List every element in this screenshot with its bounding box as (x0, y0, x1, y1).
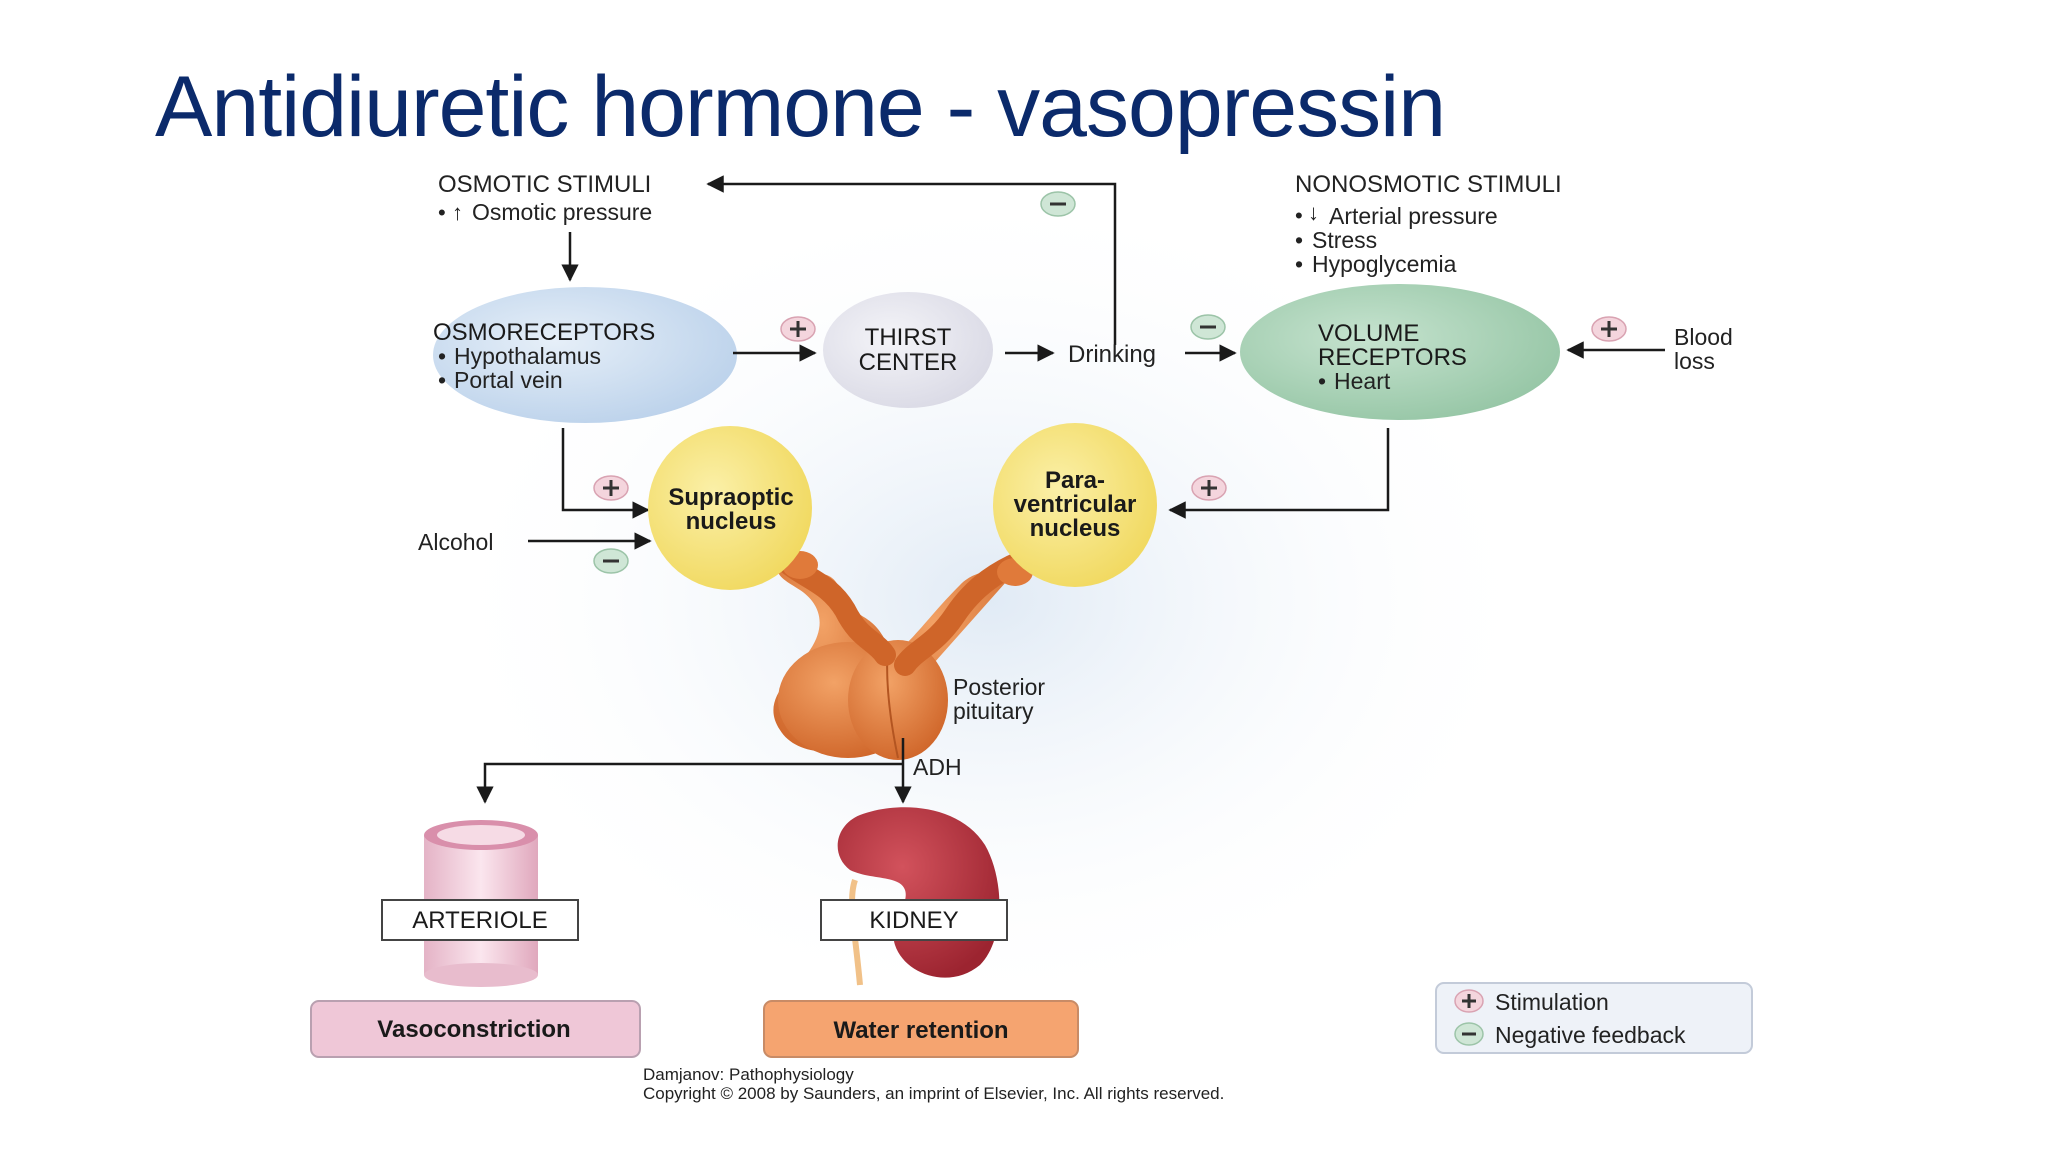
adh-label: ADH (913, 754, 962, 780)
volume-line: VOLUME (1318, 320, 1419, 347)
osmoreceptors-node: OSMORECEPTORS • Hypothalamus • Portal ve… (433, 287, 737, 423)
posterior-pituitary-illustration (773, 549, 1036, 760)
supraoptic-line: nucleus (686, 508, 777, 535)
water-retention-label: Water retention (833, 1017, 1008, 1044)
paraventricular-line: Para- (1045, 467, 1105, 494)
svg-text:•: • (1295, 227, 1303, 253)
thirst-line: CENTER (859, 349, 958, 376)
nonosmotic-item: Arterial pressure (1329, 203, 1498, 229)
kidney-label: KIDNEY (869, 907, 958, 934)
svg-text:•: • (1295, 251, 1303, 277)
negative-feedback-badge (593, 548, 629, 574)
credit-source: Damjanov: Pathophysiology (643, 1065, 854, 1084)
volume-to-paraventricular-arrow (1168, 428, 1390, 519)
svg-text:•: • (1318, 368, 1326, 394)
svg-text:•: • (438, 367, 446, 393)
arteriole-label-box (381, 899, 579, 941)
down-arrow-icon: ↓ (1308, 200, 1319, 225)
nonosmotic-stimuli-heading: NONOSMOTIC STIMULI (1295, 171, 1562, 198)
osmoreceptors-title: OSMORECEPTORS (433, 319, 655, 346)
drinking-feedback-arrow (706, 175, 1117, 345)
blood-loss-label: Blood (1674, 324, 1733, 350)
water-retention-box (763, 1000, 1079, 1058)
vasoconstriction-box (310, 1000, 641, 1058)
nonosmotic-item: Hypoglycemia (1312, 251, 1457, 277)
posterior-pituitary-label: Posterior (953, 674, 1045, 700)
osmoreceptors-item: Portal vein (454, 367, 563, 393)
blood-loss-label: loss (1674, 348, 1715, 374)
alcohol-label: Alcohol (418, 529, 493, 555)
negative-feedback-badge (1190, 314, 1226, 340)
osmoreceptors-item: Hypothalamus (454, 343, 601, 369)
stimulation-badge (1591, 316, 1627, 342)
negative-feedback-badge (1040, 191, 1076, 217)
drinking-label: Drinking (1068, 341, 1156, 368)
supraoptic-line: Supraoptic (668, 484, 793, 511)
stimulation-badge (1191, 475, 1227, 501)
volume-item: Heart (1334, 368, 1391, 394)
vasoconstriction-label: Vasoconstriction (377, 1016, 570, 1043)
arteriole-label: ARTERIOLE (412, 907, 548, 934)
thirst-line: THIRST (865, 324, 952, 351)
paraventricular-nucleus-node: Para- ventricular nucleus (993, 423, 1157, 587)
up-arrow-icon: ↑ (452, 200, 463, 225)
legend: Stimulation Negative feedback (1435, 982, 1753, 1054)
kidney-label-box (820, 899, 1008, 941)
supraoptic-nucleus-node: Supraoptic nucleus (648, 426, 812, 590)
posterior-pituitary-label: pituitary (953, 698, 1034, 724)
svg-text:•: • (438, 343, 446, 369)
stimulation-badge (593, 475, 629, 501)
legend-negative-feedback: Negative feedback (1495, 1022, 1686, 1048)
osmotic-pressure-label: Osmotic pressure (472, 199, 652, 225)
adh-to-arteriole-arrow (476, 762, 903, 804)
slide-title: Antidiuretic hormone - vasopressin (155, 59, 1446, 155)
nonosmotic-item: Stress (1312, 227, 1377, 253)
stimulation-badge (780, 316, 816, 342)
osmotic-bullet-dot: • (438, 200, 446, 225)
volume-line: RECEPTORS (1318, 344, 1467, 371)
credit-copyright: Copyright © 2008 by Saunders, an imprint… (643, 1084, 1224, 1103)
thirst-center-node: THIRST CENTER (823, 292, 993, 408)
paraventricular-line: nucleus (1030, 515, 1121, 542)
legend-stimulation: Stimulation (1495, 989, 1609, 1015)
osmo-to-supraoptic-arrow (561, 428, 650, 519)
osmotic-stimuli-heading: OSMOTIC STIMULI (438, 171, 651, 198)
volume-receptors-node: VOLUME RECEPTORS • Heart (1240, 284, 1560, 420)
svg-text:•: • (1295, 203, 1303, 228)
paraventricular-line: ventricular (1014, 491, 1137, 518)
